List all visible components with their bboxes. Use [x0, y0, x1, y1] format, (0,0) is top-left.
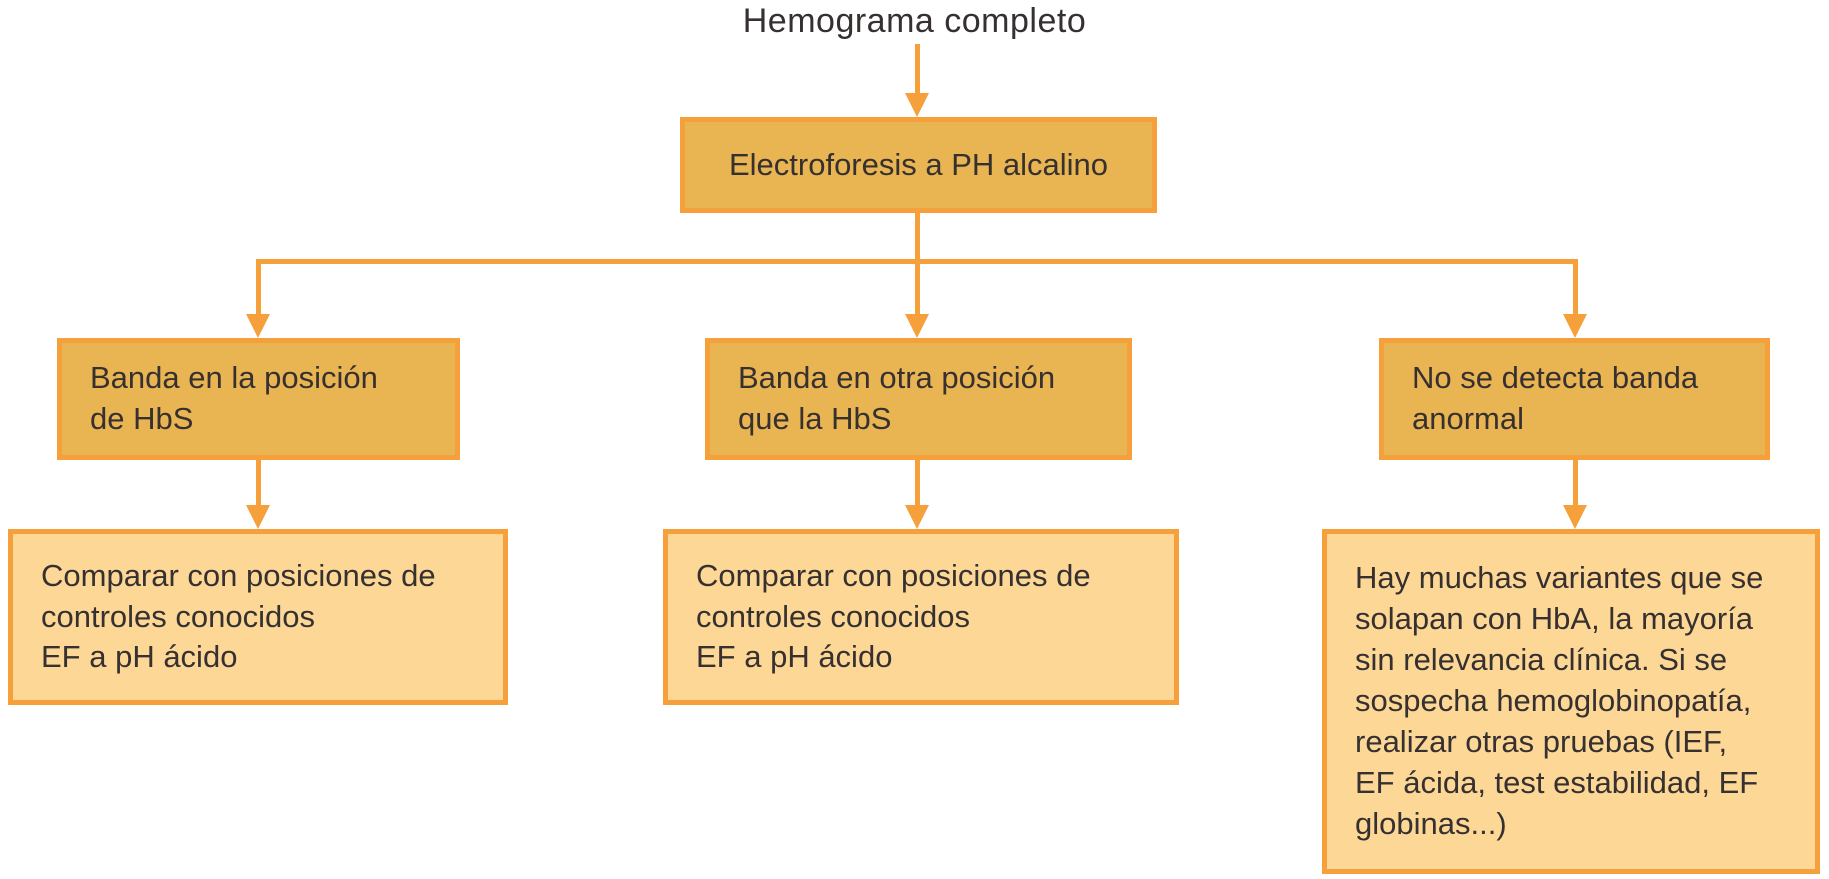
arrow-shaft	[1572, 259, 1578, 320]
arrow-down-icon	[905, 211, 929, 338]
arrow-shaft	[1572, 458, 1578, 511]
node-banda-otra-posicion: Banda en otra posición que la HbS	[705, 338, 1132, 460]
arrow-head-icon	[905, 93, 929, 117]
arrow-shaft	[914, 211, 920, 320]
arrow-head-icon	[905, 314, 929, 338]
arrow-head-icon	[246, 314, 270, 338]
node-label: No se detecta banda anormal	[1412, 360, 1699, 436]
flowchart-title: Hemograma completo	[742, 2, 1087, 40]
arrow-down-icon	[246, 259, 270, 338]
arrow-head-icon	[1563, 505, 1587, 529]
node-label: Comparar con posiciones de controles con…	[696, 557, 1091, 675]
node-electroforesis-alcalino: Electroforesis a PH alcalino	[680, 117, 1157, 213]
arrow-shaft	[914, 44, 920, 99]
node-label: Comparar con posiciones de controles con…	[41, 557, 436, 675]
node-variantes-solapan-hba: Hay muchas variantes que se solapan con …	[1322, 529, 1820, 874]
node-label: Hay muchas variantes que se solapan con …	[1355, 560, 1764, 841]
arrow-shaft	[914, 458, 920, 511]
arrow-down-icon	[905, 458, 929, 529]
node-comparar-controles-left: Comparar con posiciones de controles con…	[8, 529, 508, 705]
node-label: Electroforesis a PH alcalino	[728, 146, 1109, 182]
arrow-head-icon	[246, 505, 270, 529]
arrow-down-icon	[1563, 458, 1587, 529]
arrow-down-icon	[1563, 259, 1587, 338]
arrow-shaft	[255, 259, 261, 320]
node-banda-posicion-hbs: Banda en la posición de HbS	[57, 338, 460, 460]
arrow-head-icon	[905, 505, 929, 529]
arrow-down-icon	[905, 44, 929, 117]
node-no-banda-anormal: No se detecta banda anormal	[1379, 338, 1770, 460]
node-label: Banda en la posición de HbS	[90, 360, 378, 436]
node-comparar-controles-mid: Comparar con posiciones de controles con…	[663, 529, 1179, 705]
arrow-shaft	[255, 458, 261, 511]
arrow-down-icon	[246, 458, 270, 529]
node-label: Banda en otra posición que la HbS	[738, 360, 1056, 436]
arrow-head-icon	[1563, 314, 1587, 338]
